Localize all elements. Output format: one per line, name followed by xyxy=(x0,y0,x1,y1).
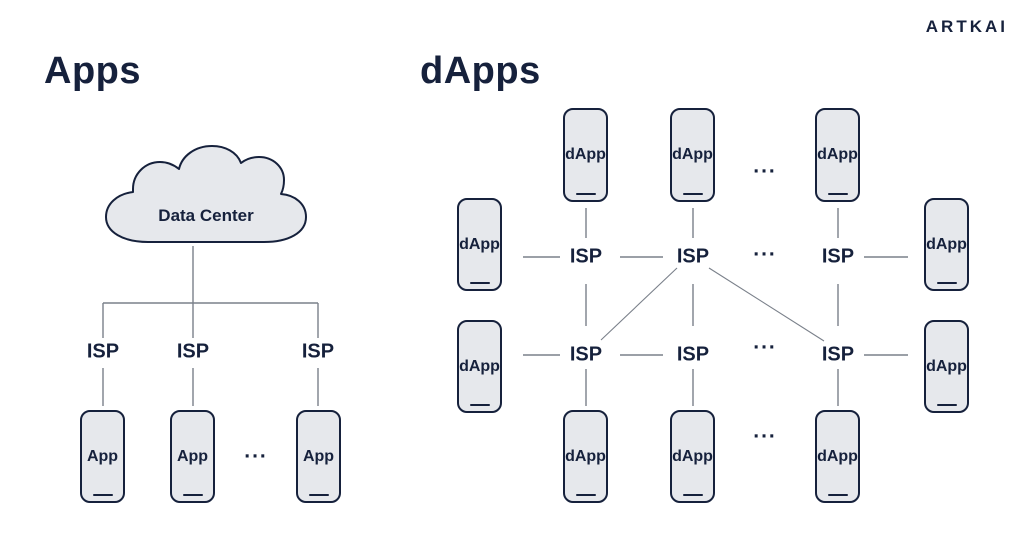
dapp-phone-label: dApp xyxy=(459,235,500,253)
isp-node-left-1: ISP xyxy=(86,340,120,363)
dapp-phone-bottom-3: dApp xyxy=(815,410,860,503)
isp-node-left-2: ISP xyxy=(176,340,210,363)
dapp-phone-top-1: dApp xyxy=(563,108,608,202)
app-phone-label: App xyxy=(86,447,119,465)
dapp-phone-label: dApp xyxy=(672,447,713,465)
dapps-bottom-ellipsis: ... xyxy=(753,419,777,443)
home-indicator xyxy=(827,192,848,195)
dapp-phone-side-right-2: dApp xyxy=(924,320,969,413)
diagonal-connector-line xyxy=(708,267,825,342)
isp-node-mesh-r2c2: ISP xyxy=(676,343,710,366)
isp-node-left-3: ISP xyxy=(301,340,335,363)
home-indicator xyxy=(936,403,957,406)
home-indicator xyxy=(469,403,490,406)
home-indicator xyxy=(182,493,203,496)
isp-node-mesh-r2c1: ISP xyxy=(569,343,603,366)
home-indicator xyxy=(682,192,703,195)
data-center-label: Data Center xyxy=(158,206,254,225)
dapp-phone-side-left-2: dApp xyxy=(457,320,502,413)
dapp-phone-label: dApp xyxy=(926,235,967,253)
dapp-phone-bottom-2: dApp xyxy=(670,410,715,503)
apps-panel-title: Apps xyxy=(44,50,141,92)
data-center-cloud xyxy=(105,145,307,243)
dapp-phone-label: dApp xyxy=(817,146,858,163)
dapp-phone-label: dApp xyxy=(565,146,606,163)
apps-ellipsis: ... xyxy=(244,439,268,463)
home-indicator xyxy=(308,493,329,496)
dapp-phone-side-right-1: dApp xyxy=(924,198,969,291)
isp-node-mesh-r1c1: ISP xyxy=(569,245,603,268)
home-indicator xyxy=(936,281,957,284)
app-phone-label: App xyxy=(302,447,335,465)
app-phone-1: App xyxy=(80,410,125,503)
dapp-phone-label: dApp xyxy=(565,447,606,465)
dapp-phone-label: dApp xyxy=(817,447,858,465)
dapps-panel-title: dApps xyxy=(420,50,541,92)
cloud-shape xyxy=(105,145,307,243)
dapp-phone-bottom-1: dApp xyxy=(563,410,608,503)
apps-tree-connectors xyxy=(102,246,319,406)
diagonal-connector-line xyxy=(600,267,678,341)
home-indicator xyxy=(827,493,848,496)
home-indicator xyxy=(575,493,596,496)
isp-node-mesh-r1c3: ISP xyxy=(821,245,855,268)
brand-logo: ARTKAI xyxy=(925,17,1008,36)
isp-node-mesh-r2c3: ISP xyxy=(821,343,855,366)
dapp-phone-top-2: dApp xyxy=(670,108,715,202)
app-phone-3: App xyxy=(296,410,341,503)
home-indicator xyxy=(575,192,596,195)
isp-row1-ellipsis: ... xyxy=(753,237,777,261)
isp-node-mesh-r1c2: ISP xyxy=(676,245,710,268)
app-phone-2: App xyxy=(170,410,215,503)
dapp-phone-label: dApp xyxy=(926,357,967,375)
dapps-mesh-connectors xyxy=(523,208,908,406)
home-indicator xyxy=(469,281,490,284)
dapp-phone-label: dApp xyxy=(459,357,500,375)
isp-row2-ellipsis: ... xyxy=(753,330,777,354)
dapp-phone-top-3: dApp xyxy=(815,108,860,202)
app-phone-label: App xyxy=(176,447,209,465)
dapps-top-ellipsis: ... xyxy=(753,154,777,178)
home-indicator xyxy=(92,493,113,496)
home-indicator xyxy=(682,493,703,496)
dapp-phone-label: dApp xyxy=(672,146,713,163)
dapp-phone-side-left-1: dApp xyxy=(457,198,502,291)
